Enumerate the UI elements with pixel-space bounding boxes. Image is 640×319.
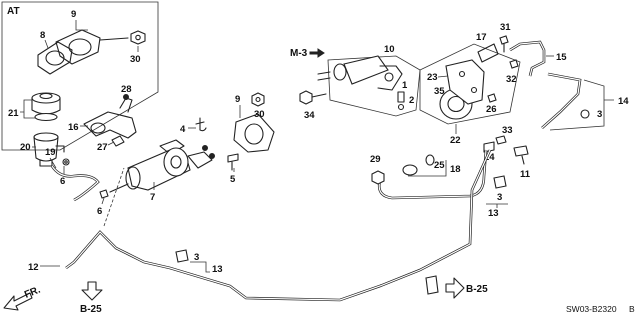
pipe-12 <box>65 149 492 302</box>
bracket-17 <box>477 43 499 63</box>
at-inset: AT 9 8 30 <box>1 1 159 151</box>
callout-29: 29 <box>370 154 381 165</box>
reservoir-20 <box>33 132 65 167</box>
damper-group-outline <box>419 43 521 125</box>
callout-9b: 9 <box>235 94 240 105</box>
callout-28: 28 <box>121 84 132 95</box>
callout-17: 17 <box>476 32 487 43</box>
callout-18: 18 <box>450 164 461 175</box>
bolt-27 <box>111 135 125 147</box>
gasket-9 <box>233 113 275 153</box>
pin-4 <box>195 117 207 132</box>
callout-3b: 3 <box>497 192 502 203</box>
callout-27: 27 <box>97 142 108 153</box>
front-arrow: FR. <box>3 284 42 311</box>
gasket-8 <box>37 41 73 75</box>
callout-30b: 30 <box>254 109 265 120</box>
grommet-3-left <box>175 249 189 263</box>
callout-24: 24 <box>484 152 495 163</box>
b25-right-label: B-25 <box>466 284 488 295</box>
fr-label: FR. <box>23 284 42 300</box>
b25-left-label: B-25 <box>80 304 102 315</box>
b25-right-ref: B-25 <box>445 277 488 299</box>
clamp-6a <box>62 158 70 166</box>
nut-30 <box>251 92 265 107</box>
reservoir-bracket-16 <box>83 94 137 139</box>
callout-30-at: 30 <box>130 54 141 65</box>
callout-31: 31 <box>500 22 511 33</box>
callout-10: 10 <box>384 44 395 55</box>
callout-2: 2 <box>409 95 414 106</box>
callout-7: 7 <box>150 192 155 203</box>
callout-3a: 3 <box>597 109 602 120</box>
pipe-14 <box>541 72 590 129</box>
reference-code: SW03-B2320 <box>566 304 617 314</box>
pin-5 <box>227 153 239 171</box>
callout-13a: 13 <box>488 208 499 219</box>
callout-33: 33 <box>502 125 513 136</box>
pipe-guide <box>103 167 125 227</box>
nut-30-at <box>130 30 146 45</box>
cap-2 <box>397 103 405 111</box>
grommet-b25 <box>425 275 439 295</box>
callout-13b: 13 <box>212 264 223 275</box>
hose-19 <box>50 165 100 202</box>
b25-left-ref: B-25 <box>80 281 103 315</box>
bracket-23 <box>445 59 485 105</box>
callout-1: 1 <box>402 80 408 91</box>
callout-15: 15 <box>556 52 567 63</box>
callout-20: 20 <box>20 142 31 153</box>
at-label: AT <box>7 6 20 17</box>
m3-arrow <box>309 48 325 58</box>
bolt-29 <box>371 170 385 185</box>
callout-22: 22 <box>450 135 461 146</box>
slave-cylinder-10 <box>317 55 421 117</box>
bracket-33 <box>495 135 507 145</box>
bolt-32 <box>509 59 519 69</box>
callout-6a: 6 <box>60 176 65 187</box>
pipe-15 <box>509 40 546 77</box>
callout-34: 34 <box>304 110 315 121</box>
callout-23: 23 <box>427 72 438 83</box>
callout-3c: 3 <box>194 252 199 263</box>
callout-6b: 6 <box>97 206 102 217</box>
bolt-26 <box>487 93 497 103</box>
bolt-34 <box>299 90 327 105</box>
callout-8: 8 <box>40 30 45 41</box>
callout-32: 32 <box>506 74 517 85</box>
clip-11 <box>513 145 529 165</box>
master-cylinder-7 <box>109 139 215 193</box>
callout-14: 14 <box>618 96 629 107</box>
clip-24 <box>483 141 495 153</box>
callout-16: 16 <box>68 122 79 133</box>
callout-26: 26 <box>486 104 497 115</box>
bleeder-1 <box>397 91 405 103</box>
callout-5: 5 <box>230 174 236 185</box>
callout-12: 12 <box>28 262 39 273</box>
callout-11: 11 <box>520 169 531 180</box>
clamp-6b <box>99 189 109 199</box>
callout-19: 19 <box>45 147 56 158</box>
washer-25 <box>425 154 435 166</box>
m3-label: M-3 <box>290 48 308 59</box>
bolt-31 <box>499 35 509 53</box>
callout-35: 35 <box>434 86 445 97</box>
reservoir-cap-21 <box>31 92 61 122</box>
reference-code-suffix: B <box>629 304 635 314</box>
callout-4: 4 <box>180 124 186 135</box>
hose-18 <box>377 149 488 200</box>
callout-21: 21 <box>8 108 19 119</box>
callout-25: 25 <box>434 160 445 171</box>
grommet-3-right <box>493 175 507 189</box>
callout-9-at: 9 <box>71 9 76 20</box>
